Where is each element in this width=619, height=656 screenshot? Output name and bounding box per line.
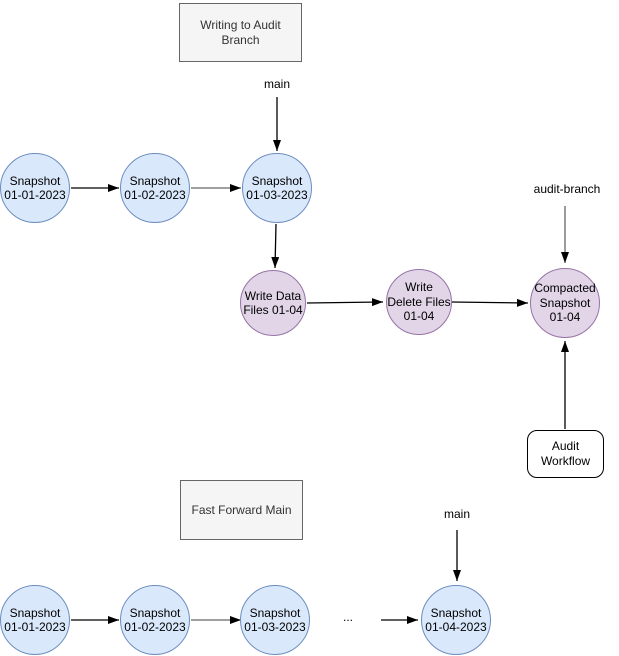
node-snapshot-0101-ff: Snapshot 01-01-2023 (0, 585, 70, 655)
node-snapshot-0102-audit: Snapshot 01-02-2023 (120, 153, 190, 223)
node-write-data-files: Write Data Files 01-04 (240, 270, 306, 336)
node-write-delete-files: Write Delete Files 01-04 (386, 269, 452, 335)
node-snapshot-0102-ff: Snapshot 01-02-2023 (120, 585, 190, 655)
section-title-writing-to-audit-branch: Writing to Audit Branch (179, 3, 302, 62)
branch-label-audit-branch: audit-branch (533, 182, 601, 196)
branch-label-main-bottom: main (443, 507, 470, 521)
node-snapshot-0104-ff: Snapshot 01-04-2023 (421, 585, 491, 655)
arrow-write-data-to-write-delete (306, 298, 384, 307)
arrow-snapshot-0103-to-write-data (271, 223, 280, 269)
audit-workflow-box: Audit Workflow (527, 430, 604, 478)
branch-label-main-top: main (263, 77, 290, 91)
arrow-write-delete-to-compacted (450, 298, 529, 307)
section-title-fast-forward-main: Fast Forward Main (180, 480, 303, 540)
node-snapshot-0103-audit: Snapshot 01-03-2023 (242, 153, 312, 223)
node-snapshot-0103-ff: Snapshot 01-03-2023 (240, 585, 310, 655)
ellipsis-label: ... (342, 610, 353, 624)
node-snapshot-0101-audit: Snapshot 01-01-2023 (0, 153, 70, 223)
node-compacted-snapshot: Compacted Snapshot 01-04 (530, 268, 600, 338)
